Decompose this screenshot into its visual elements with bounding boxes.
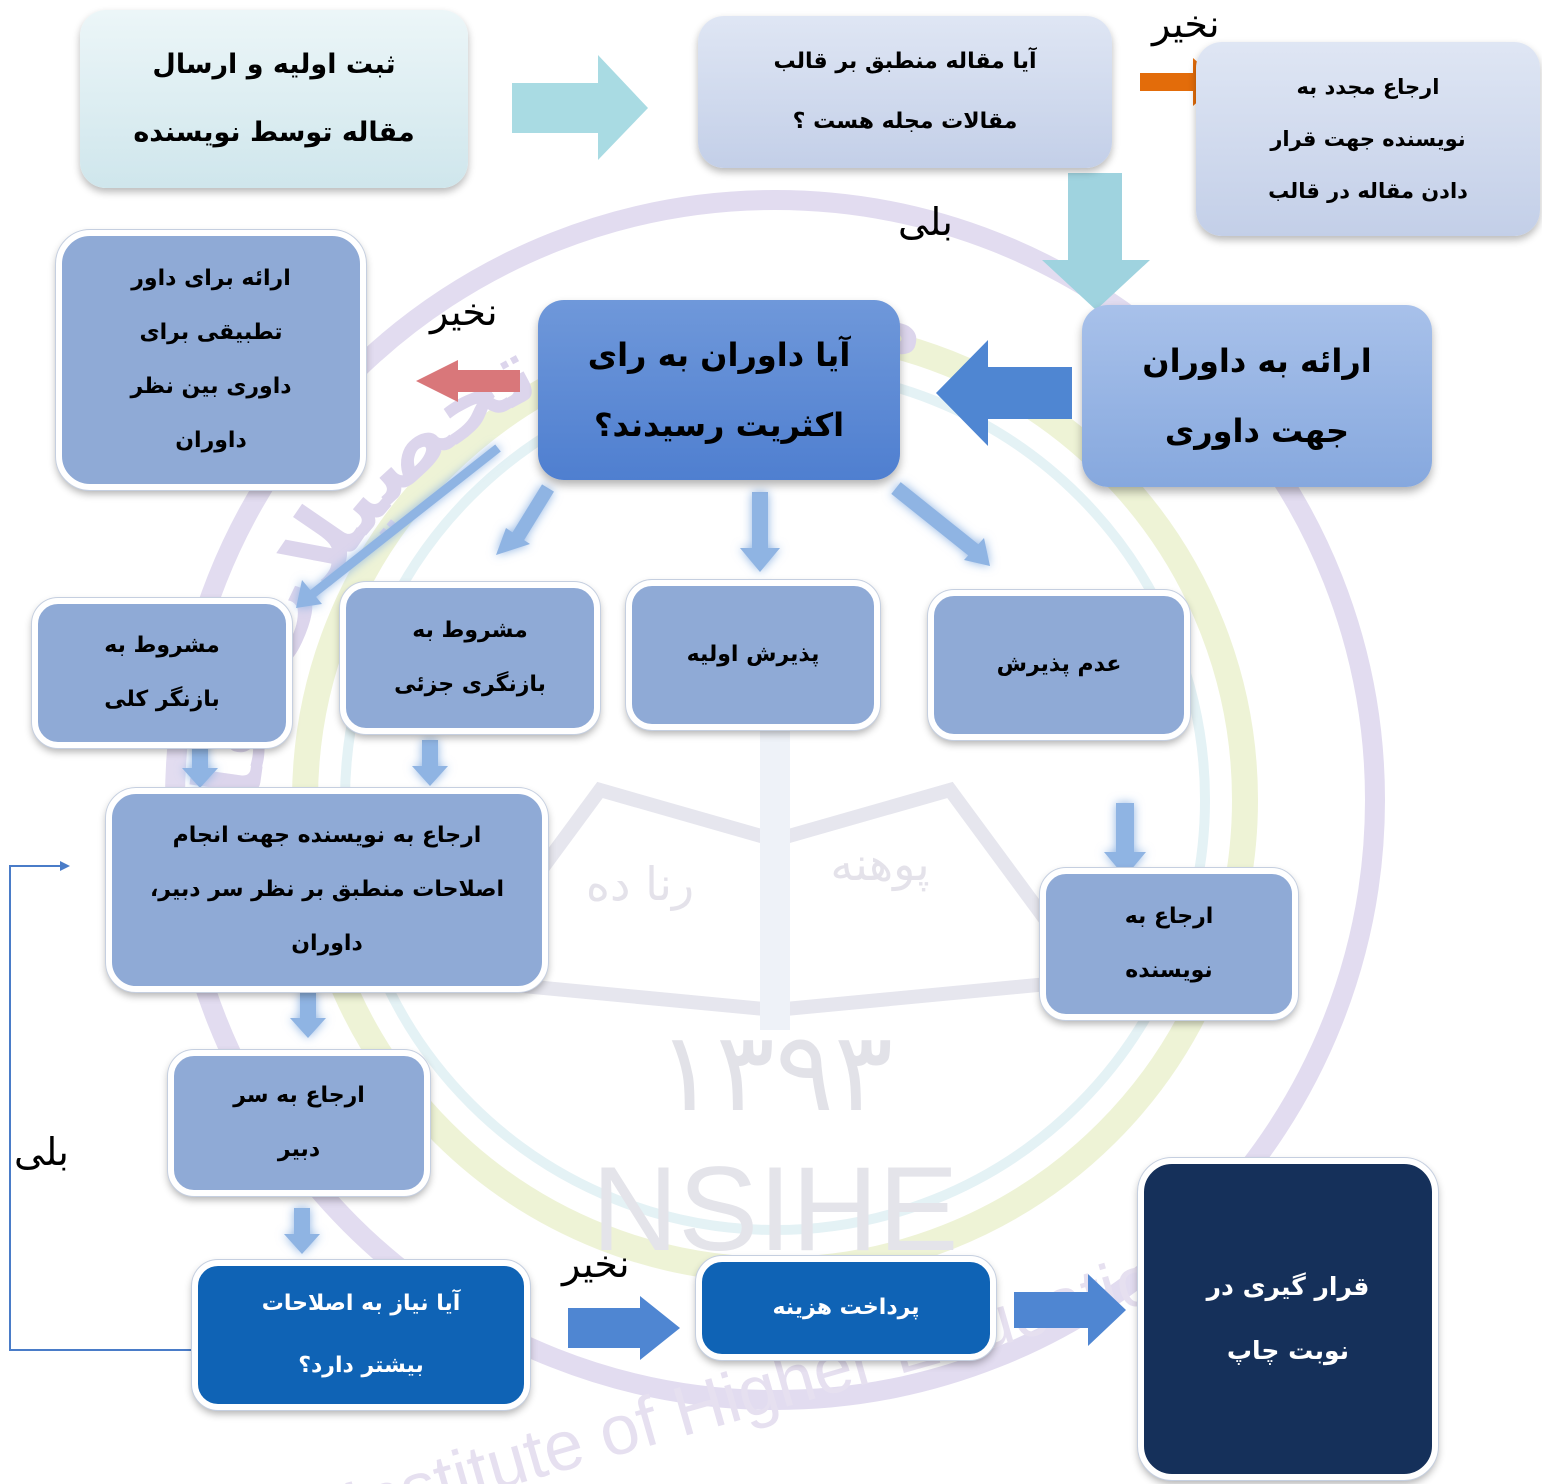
- arrow-majority-to-reject: [891, 482, 981, 558]
- node-to-editor: ارجاع به سر دبیر: [168, 1050, 430, 1196]
- node-revisions: ارجاع به نویسنده جهت انجام اصلاحات منطبق…: [106, 788, 548, 992]
- arrow-submit-to-check: [512, 55, 648, 160]
- node-payment: پرداخت هزینه: [696, 1256, 996, 1360]
- arrow-majority-no: [416, 360, 520, 402]
- node-more-revisions: آیا نیاز به اصلاحات بیشتر دارد؟: [192, 1260, 530, 1410]
- node-major-revision: مشروط به بازنگر کلی: [32, 598, 292, 748]
- node-return-format: ارجاع مجدد به نویسنده جهت قرار دادن مقال…: [1196, 42, 1540, 236]
- label-no-top: نخیر: [1152, 2, 1220, 46]
- node-minor-revision: مشروط به بازنگری جزئی: [340, 582, 600, 734]
- arrow-majority-to-minor-head: [496, 528, 530, 555]
- node-reject: عدم پذیرش: [928, 590, 1190, 740]
- node-submit: ثبت اولیه و ارسال مقاله توسط نویسنده: [80, 10, 468, 188]
- arrow-majority-to-major: [307, 444, 501, 600]
- arrow-editor-to-check: [284, 1208, 320, 1254]
- arrow-more-no-to-payment: [568, 1296, 680, 1360]
- arrow-majority-to-minor: [510, 484, 554, 544]
- arrow-majority-to-major-head: [296, 580, 322, 608]
- arrow-major-to-revisions: [182, 742, 218, 788]
- loop-more-yes-head: [60, 861, 70, 871]
- label-yes-top: بلی: [898, 200, 953, 244]
- label-no-mid: نخیر: [430, 290, 498, 334]
- arrow-check-yes: [1042, 173, 1150, 310]
- node-initial-accept: پذیرش اولیه: [626, 580, 880, 730]
- node-publish-queue: قرار گیری در نوبت چاپ: [1138, 1158, 1438, 1480]
- arrow-minor-to-revisions: [412, 740, 448, 786]
- node-majority: آیا داوران به رای اکثریت رسیدند؟: [538, 300, 900, 480]
- loop-more-yes: [9, 865, 192, 1351]
- node-referee: ارائه به داوران جهت داوری: [1082, 305, 1432, 487]
- node-format-check: آیا مقاله منطبق بر قالب مقالات مجله هست …: [698, 16, 1112, 168]
- arrow-referee-to-majority: [936, 340, 1072, 446]
- arrow-payment-to-queue: [1014, 1274, 1126, 1346]
- node-third-referee: ارائه برای داور تطبیقی برای داوری بین نظ…: [56, 230, 366, 490]
- label-no-bottom: نخیر: [562, 1242, 630, 1286]
- arrow-reject-to-return: [1104, 803, 1146, 877]
- label-yes-left: بلی: [14, 1130, 69, 1174]
- arrow-revisions-to-editor: [290, 992, 326, 1038]
- arrow-majority-to-reject-head: [964, 538, 990, 566]
- node-return-author: ارجاع به نویسنده: [1040, 868, 1298, 1020]
- arrow-majority-to-accept-head: [740, 548, 780, 572]
